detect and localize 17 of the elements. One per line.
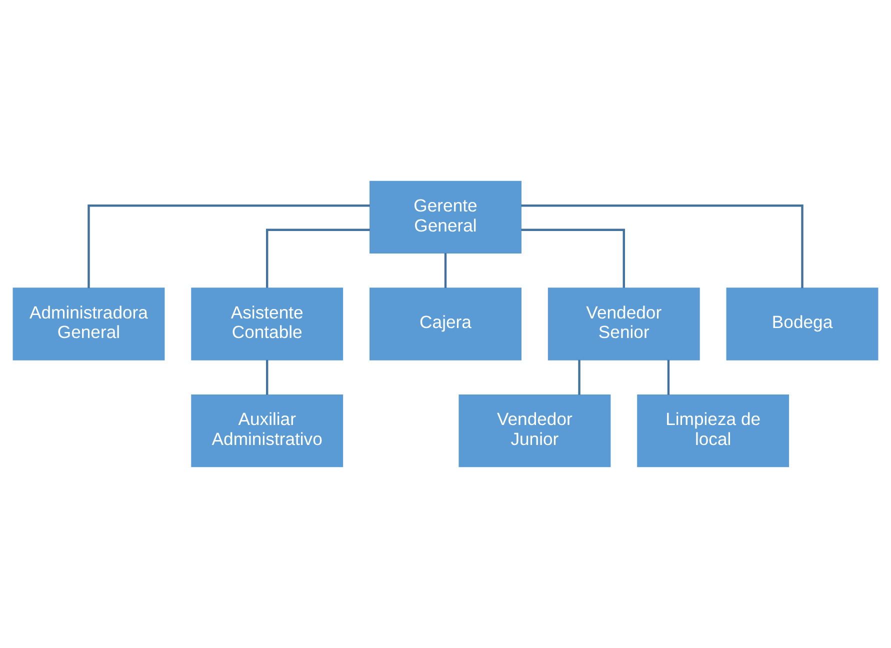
node-box: Bodega xyxy=(726,288,878,360)
node-box: Limpieza de local xyxy=(637,394,790,468)
node-box: Gerente General xyxy=(370,180,522,254)
connector xyxy=(667,360,670,395)
node-box: Administradora General xyxy=(12,288,165,360)
node-box: Vendedor Senior xyxy=(548,288,700,360)
connector xyxy=(521,204,804,288)
connector xyxy=(266,360,268,395)
connector xyxy=(444,253,447,288)
node-box: Asistente Contable xyxy=(191,288,344,360)
connector xyxy=(88,204,370,288)
connector xyxy=(521,228,625,288)
connector xyxy=(266,228,370,288)
node-box: Vendedor Junior xyxy=(458,394,611,468)
node-box: Auxiliar Administrativo xyxy=(191,394,344,468)
connector xyxy=(578,360,580,395)
node-box: Cajera xyxy=(370,288,522,360)
